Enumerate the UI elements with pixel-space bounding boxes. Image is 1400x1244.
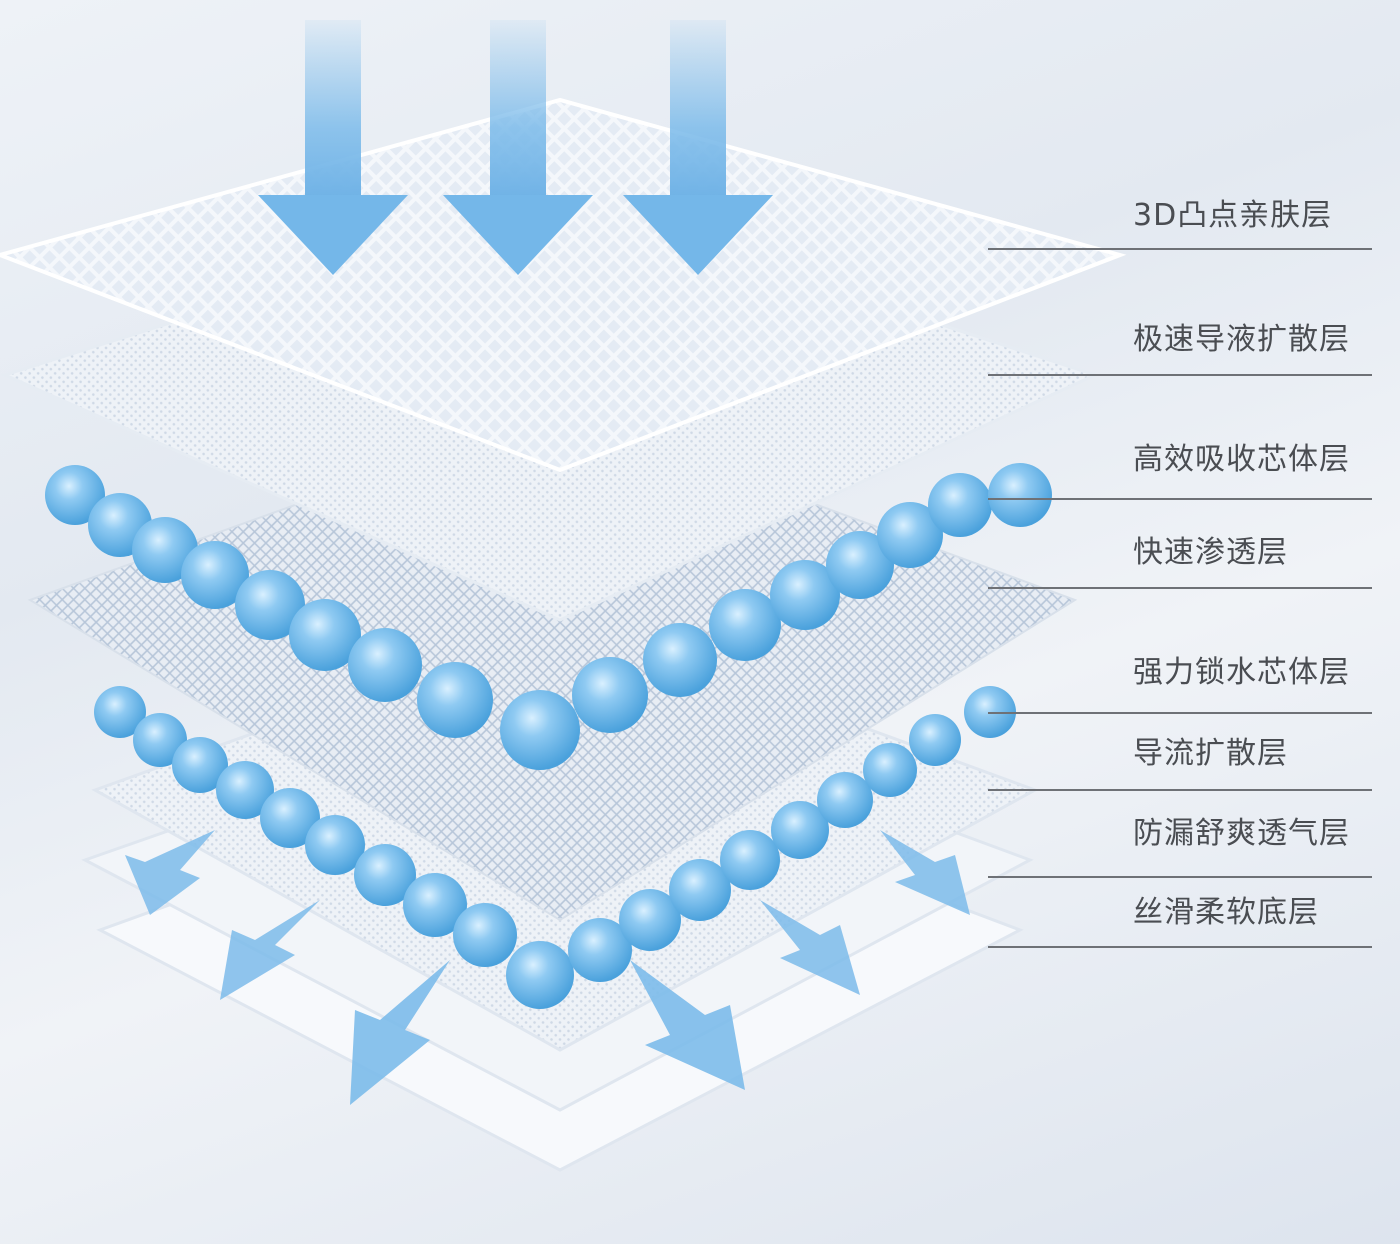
leader-line [988, 374, 1372, 376]
layer-label-text: 快速渗透层 [1133, 535, 1288, 570]
leader-line [988, 587, 1372, 589]
lower-bead-layer [94, 686, 1016, 1009]
arrow-out-icon [880, 830, 970, 915]
arrow-out-icon [760, 900, 860, 995]
leader-line [988, 498, 1372, 500]
leader-line [988, 712, 1372, 714]
leader-line [988, 789, 1372, 791]
arrow-out-icon [350, 960, 450, 1105]
inflow-arrows [258, 20, 773, 275]
arrow-out-icon [220, 900, 320, 1000]
outflow-arrows [125, 830, 970, 1105]
arrow-down-icon [258, 20, 408, 275]
leader-line [988, 946, 1372, 948]
arrow-down-icon [443, 20, 593, 275]
upper-bead-layer [45, 463, 1052, 770]
layer-label-text: 强力锁水芯体层 [1133, 655, 1350, 690]
arrow-out-icon [125, 830, 215, 915]
layer-label-text: 极速导液扩散层 [1133, 322, 1350, 357]
layer-label-text: 丝滑柔软底层 [1133, 895, 1319, 930]
arrow-down-icon [623, 20, 773, 275]
arrow-out-icon [630, 960, 745, 1090]
leader-line [988, 876, 1372, 878]
layer-label-text: 3D凸点亲肤层 [1133, 198, 1333, 233]
leader-line [988, 248, 1372, 250]
layer-label-text: 导流扩散层 [1133, 736, 1288, 771]
layer-label-text: 防漏舒爽透气层 [1133, 816, 1350, 851]
quilted-top-sheet [0, 97, 1127, 473]
layer-label-text: 高效吸收芯体层 [1133, 442, 1350, 477]
